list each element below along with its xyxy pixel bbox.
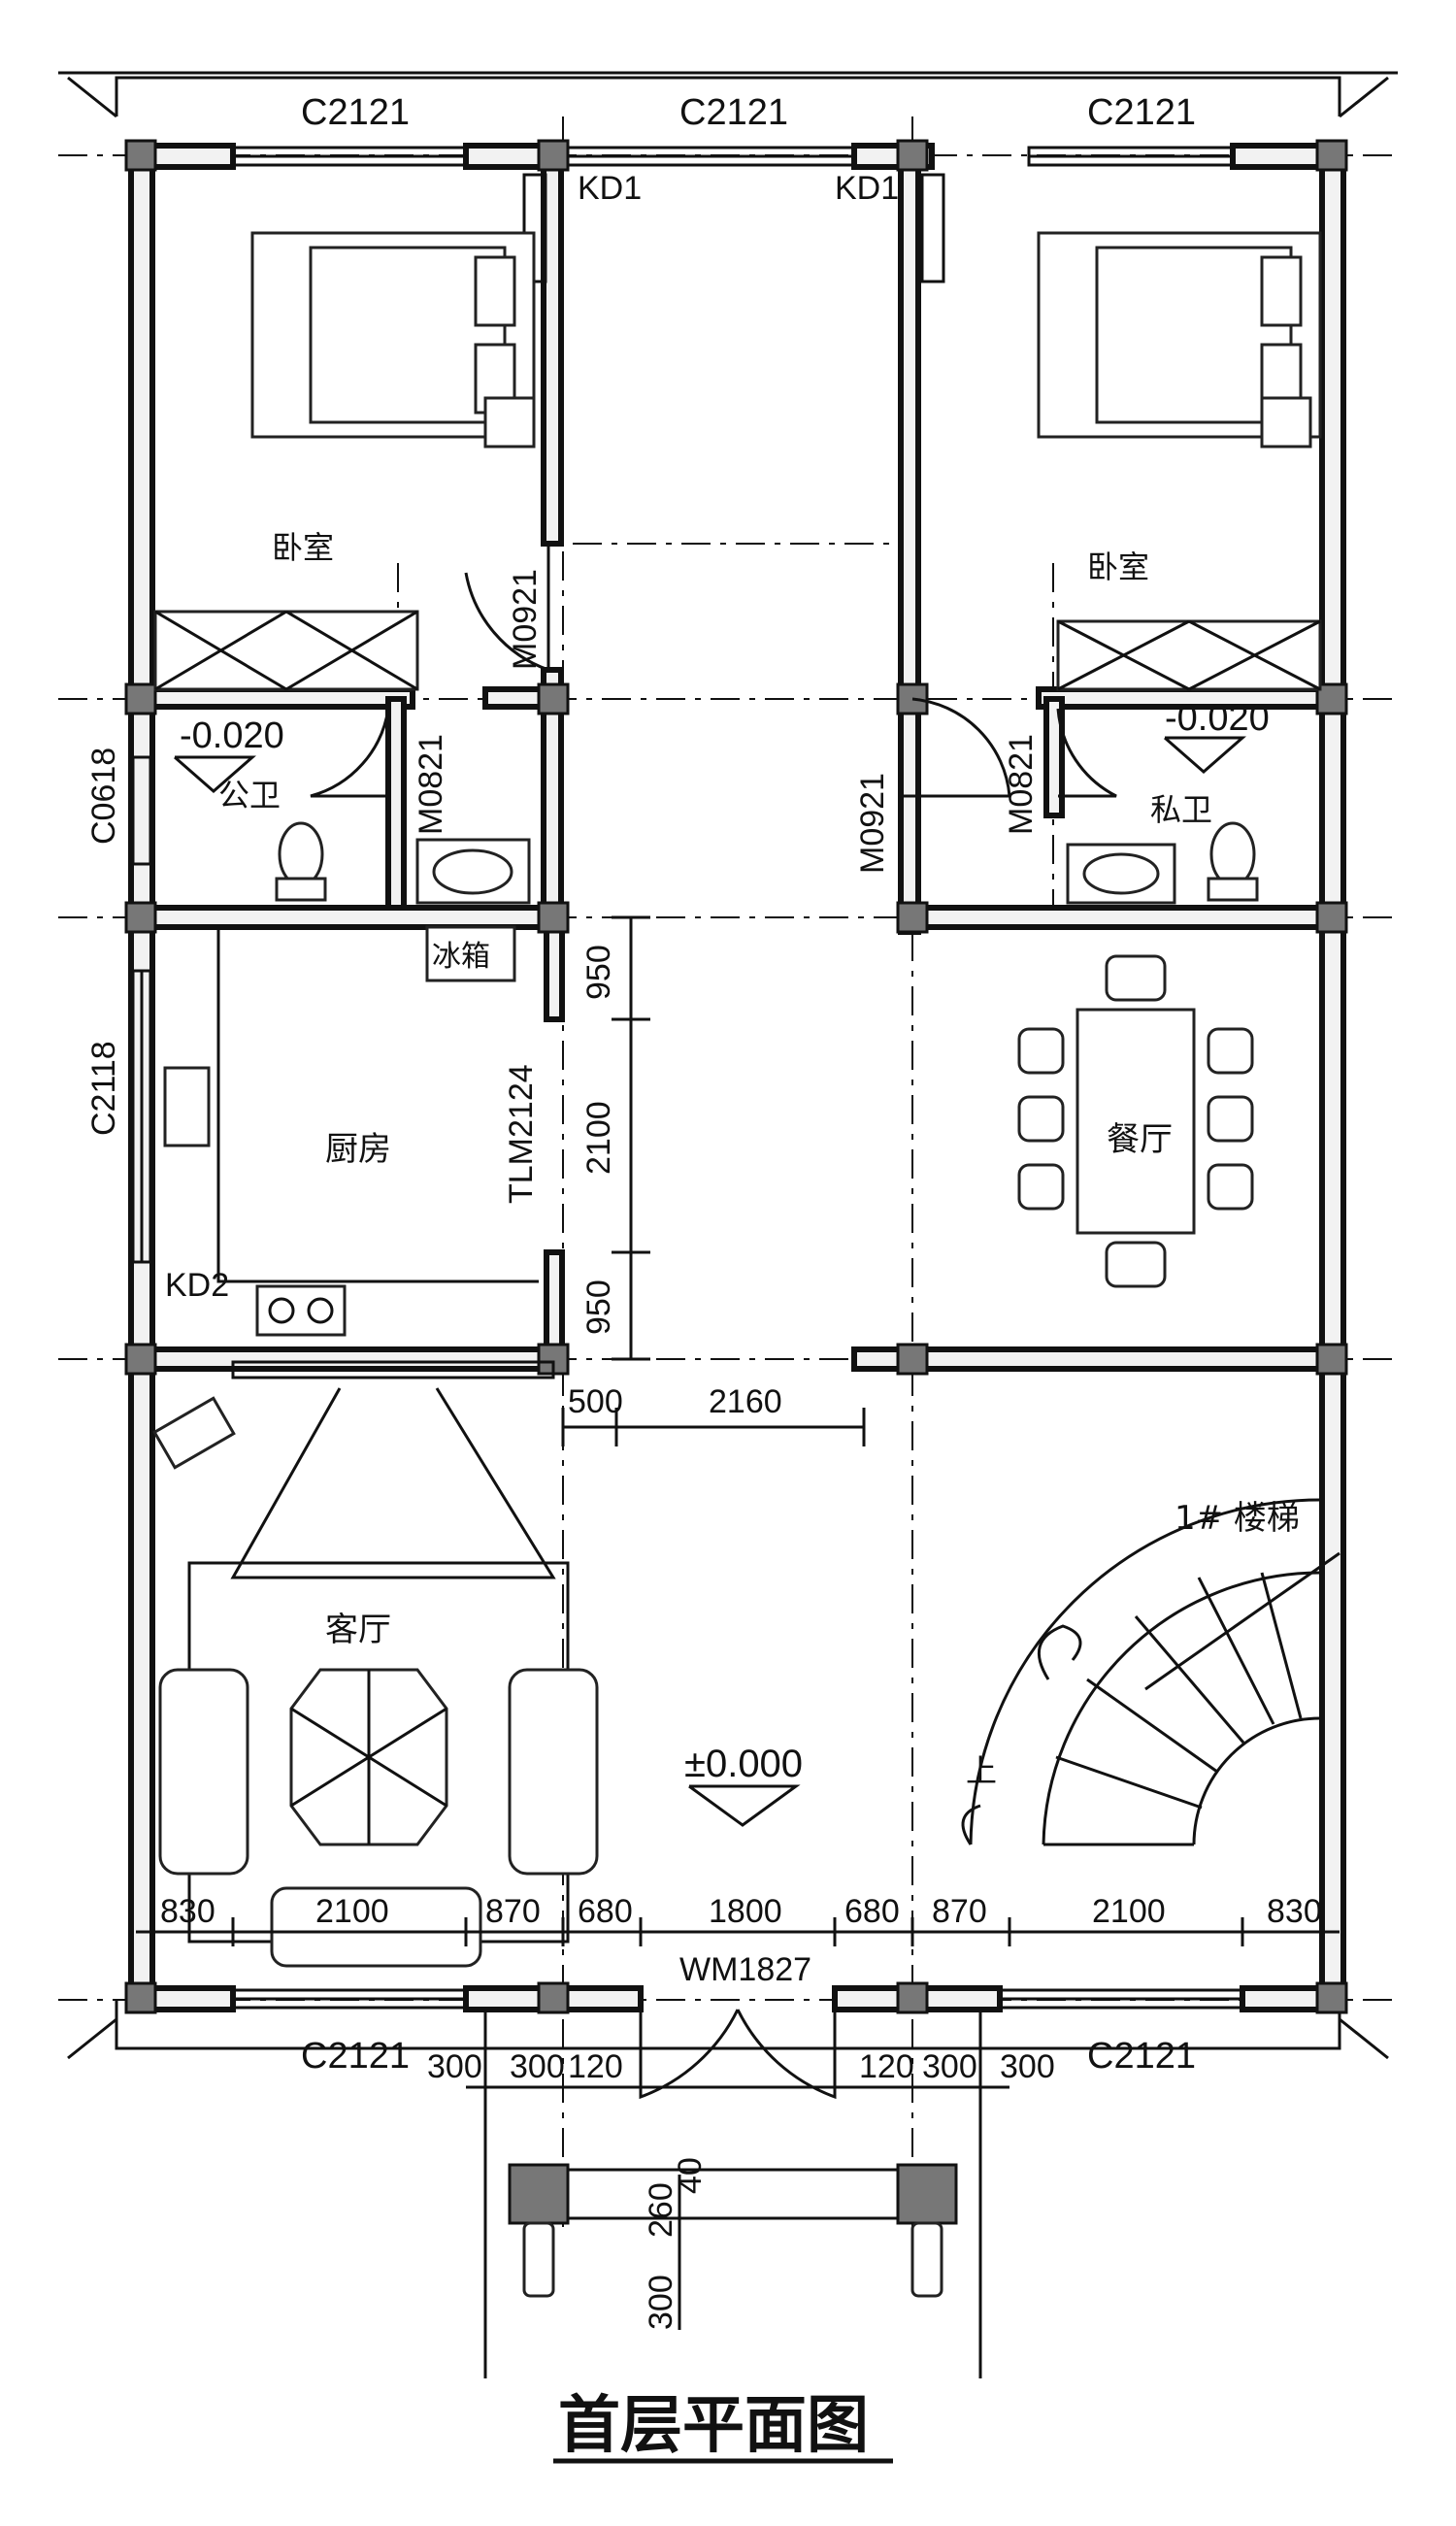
window-label-bottom-left: C2121 bbox=[301, 2036, 410, 2077]
dim-porch-120-right: 120 bbox=[859, 2048, 914, 2085]
door-label-wm1827: WM1827 bbox=[679, 1951, 811, 1988]
level-marker-bath-right: -0.020 bbox=[1164, 698, 1270, 774]
dim-porch-120-left: 120 bbox=[568, 2048, 623, 2085]
room-label-kitchen: 厨房 bbox=[325, 1130, 391, 1169]
dim-living-2160: 2160 bbox=[709, 1383, 782, 1420]
dim-porch-40: 40 bbox=[672, 2157, 709, 2194]
room-label-dining: 餐厅 bbox=[1107, 1120, 1173, 1159]
dim-kitchen-door-top: 950 bbox=[580, 945, 617, 1000]
svg-text:-0.020: -0.020 bbox=[1165, 698, 1270, 739]
sink-right-icon bbox=[1066, 843, 1176, 905]
room-label-stair: 1# 楼梯 bbox=[1175, 1499, 1300, 1538]
room-label-bedroom-left: 卧室 bbox=[272, 529, 334, 566]
dim-porch-260: 260 bbox=[643, 2182, 679, 2238]
door-label-m0921-left: M0921 bbox=[507, 569, 544, 670]
door-label-m0821-right: M0821 bbox=[1003, 734, 1040, 835]
dim-porch-300-a: 300 bbox=[427, 2048, 482, 2085]
bed-right bbox=[1037, 231, 1322, 449]
svg-text:-0.020: -0.020 bbox=[180, 715, 284, 756]
dim-bottom-1800: 1800 bbox=[709, 1893, 782, 1930]
room-label-living: 客厅 bbox=[325, 1611, 391, 1649]
columns bbox=[124, 139, 1348, 2014]
room-label-bedroom-right: 卧室 bbox=[1087, 548, 1149, 585]
dining-table bbox=[1017, 954, 1254, 1288]
door-label-kd2: KD2 bbox=[165, 1267, 229, 1304]
wardrobe-left bbox=[153, 610, 419, 691]
sink-left-icon bbox=[415, 838, 531, 905]
eave-outline bbox=[58, 71, 1398, 2060]
dim-porch-300-d: 300 bbox=[1000, 2048, 1055, 2085]
dim-bottom-870-right: 870 bbox=[932, 1893, 987, 1930]
dimension-lines bbox=[136, 915, 1340, 2330]
window-label-bottom-right: C2121 bbox=[1087, 2036, 1196, 2077]
door-label-m0821-left: M0821 bbox=[413, 734, 449, 835]
dim-bottom-680-right: 680 bbox=[844, 1893, 900, 1930]
door-label-m0921-right: M0921 bbox=[854, 773, 891, 874]
spiral-stair bbox=[961, 1498, 1340, 1846]
window-label-left-small: C0618 bbox=[85, 748, 122, 845]
room-label-fridge: 冰箱 bbox=[432, 940, 490, 974]
dim-bottom-830-left: 830 bbox=[160, 1893, 215, 1930]
dim-kitchen-door-bottom: 950 bbox=[580, 1280, 617, 1335]
dim-bottom-2100-right: 2100 bbox=[1092, 1893, 1166, 1930]
window-label-top-right: C2121 bbox=[1087, 92, 1196, 133]
door-label-kd1-right: KD1 bbox=[835, 170, 899, 207]
door-swings bbox=[231, 173, 1117, 2100]
drawing-title: 首层平面图 bbox=[558, 2390, 869, 2462]
entrance-porch bbox=[483, 2010, 982, 2378]
room-label-stair-up: 上 bbox=[966, 1752, 997, 1789]
dim-porch-300-b: 300 bbox=[510, 2048, 565, 2085]
room-label-public-bath: 公卫 bbox=[218, 777, 281, 814]
dim-porch-300-c: 300 bbox=[922, 2048, 977, 2085]
window-label-top-left: C2121 bbox=[301, 92, 410, 133]
dim-kitchen-door-mid: 2100 bbox=[580, 1101, 617, 1175]
wardrobe-right bbox=[1056, 619, 1322, 691]
window-label-left-kitchen: C2118 bbox=[85, 1041, 122, 1136]
level-marker-bath-left: -0.020 bbox=[174, 715, 284, 793]
level-marker-ground: ±0.000 bbox=[684, 1743, 803, 1827]
svg-text:±0.000: ±0.000 bbox=[684, 1743, 803, 1785]
toilet-right-icon bbox=[1207, 821, 1259, 902]
dim-living-500: 500 bbox=[568, 1383, 623, 1420]
living-furniture bbox=[152, 1387, 599, 1968]
window-label-top-center: C2121 bbox=[679, 92, 788, 133]
dim-porch-300-e: 300 bbox=[643, 2275, 679, 2330]
door-label-kd1-left: KD1 bbox=[578, 170, 642, 207]
dim-bottom-680-left: 680 bbox=[578, 1893, 633, 1930]
toilet-left-icon bbox=[275, 821, 327, 902]
bed-left bbox=[250, 231, 536, 449]
dim-bottom-830-right: 830 bbox=[1267, 1893, 1322, 1930]
dim-bottom-2100-left: 2100 bbox=[315, 1893, 389, 1930]
door-label-tlm2124: TLM2124 bbox=[503, 1064, 540, 1204]
dim-bottom-870-left: 870 bbox=[485, 1893, 541, 1930]
room-label-private-bath: 私卫 bbox=[1150, 791, 1212, 828]
kitchen-counter bbox=[163, 925, 539, 1337]
